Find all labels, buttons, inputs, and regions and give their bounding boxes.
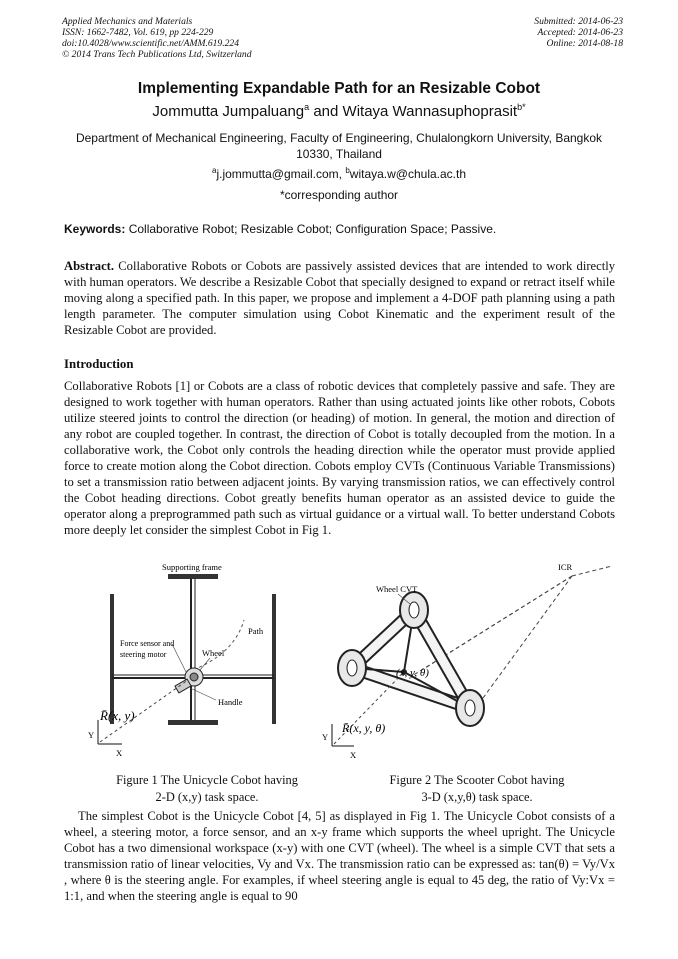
doi: doi:10.4028/www.scientific.net/AMM.619.2… xyxy=(62,38,240,49)
centre-point xyxy=(401,669,407,675)
icr-line-4 xyxy=(571,565,613,577)
scooter-frame-inner xyxy=(347,605,475,713)
issn: ISSN: 1662-7482, Vol. 619, pp 224-229 xyxy=(62,27,214,38)
introduction-text: Collaborative Robots [1] or Cobots are a… xyxy=(64,379,615,537)
label-wheel: Wheel xyxy=(202,648,225,658)
path-curve xyxy=(187,619,245,673)
introduction-heading: Introduction xyxy=(64,357,134,371)
figure-2-caption: Figure 2 The Scooter Cobot having 3-D (x… xyxy=(364,772,590,806)
figure-2-caption-line-2: 3-D (x,y,θ) task space. xyxy=(421,790,533,804)
wheel-left-icon xyxy=(346,659,358,677)
figure-2-caption-line-1: Figure 2 The Scooter Cobot having xyxy=(389,773,565,787)
force-sensor-leader xyxy=(171,643,187,673)
wheel-top-icon xyxy=(408,601,420,619)
label-supporting-frame: Supporting frame xyxy=(162,562,222,572)
label-r-xytheta: R̄(x, y, θ) xyxy=(341,721,385,735)
label-y-axis: Y xyxy=(322,732,328,742)
corresponding-note: *corresponding author xyxy=(279,188,399,202)
wheel-leader xyxy=(199,657,211,671)
wheel-bottom-icon xyxy=(464,699,476,717)
label-wheel-cvt: Wheel CVT xyxy=(376,584,418,594)
figure-1-caption-line-2: 2-D (x,y) task space. xyxy=(155,790,259,804)
figure-1-unicycle-cobot: Supporting frame Path Force sensor and s… xyxy=(88,562,276,758)
position-vector xyxy=(333,673,403,745)
author-2-sup: b* xyxy=(517,102,526,112)
keywords-text: Collaborative Robot; Resizable Cobot; Co… xyxy=(125,222,497,236)
author-1: Jommutta Jumpaluang xyxy=(152,103,305,120)
author-1-sup: a xyxy=(304,102,310,112)
frame-bottom-plate xyxy=(168,720,218,725)
author-and: and xyxy=(309,103,343,120)
journal-name: Applied Mechanics and Materials xyxy=(62,16,193,27)
abstract-text: Collaborative Robots or Cobots are passi… xyxy=(64,259,615,337)
abstract: Abstract. Collaborative Robots or Cobots… xyxy=(64,258,615,338)
label-force-sensor: Force sensor and xyxy=(120,639,174,648)
author-line: Jommutta Jumpaluanga and Witaya Wannasup… xyxy=(0,102,678,120)
email-a: j.jommutta@gmail.com, xyxy=(216,167,346,181)
email-line: aj.jommutta@gmail.com, bwitaya.w@chula.a… xyxy=(0,166,678,181)
unicycle-description: The simplest Cobot is the Unicycle Cobot… xyxy=(64,809,615,903)
frame-left-rail xyxy=(110,594,114,724)
paper-title: Implementing Expandable Path for an Resi… xyxy=(137,80,541,97)
label-r-xy: R̄(x, y) xyxy=(99,708,135,723)
journal-header: Applied Mechanics and Materials ISSN: 16… xyxy=(62,16,252,60)
keywords: Keywords: Collaborative Robot; Resizable… xyxy=(64,222,616,236)
figure-1-caption-line-1: Figure 1 The Unicycle Cobot having xyxy=(116,773,298,787)
keywords-label: Keywords: xyxy=(64,222,126,236)
author-2: Witaya Wannasuphoprasit xyxy=(342,103,518,120)
icr-line-2 xyxy=(466,575,573,721)
label-y-axis: Y xyxy=(88,730,94,740)
label-path: Path xyxy=(248,626,264,636)
label-icr: ICR xyxy=(558,562,573,572)
affiliation: Department of Mechanical Engineering, Fa… xyxy=(75,131,603,161)
email-a-sup: a xyxy=(211,166,217,175)
label-x-axis: X xyxy=(116,748,122,758)
label-steering-motor: steering motor xyxy=(120,650,167,659)
email-b-sup: b xyxy=(345,166,350,175)
abstract-label: Abstract. xyxy=(64,259,115,273)
frame-top-plate xyxy=(168,574,218,579)
handle-icon xyxy=(174,678,192,694)
email-b: witaya.w@chula.ac.th xyxy=(349,167,467,181)
figure-1-caption: Figure 1 The Unicycle Cobot having 2-D (… xyxy=(94,772,320,806)
label-xy-theta: (x, y, θ) xyxy=(396,667,429,679)
wheel-cvt-leader xyxy=(397,593,411,605)
frame-right-rail xyxy=(272,594,276,724)
label-handle: Handle xyxy=(218,697,243,707)
submitted-date: Submitted: 2014-06-23 xyxy=(534,16,623,27)
label-x-axis: X xyxy=(350,750,356,760)
wheel-hub-icon xyxy=(189,672,199,682)
online-date: Online: 2014-08-18 xyxy=(546,38,623,49)
accepted-date: Accepted: 2014-06-23 xyxy=(537,27,623,38)
copyright: © 2014 Trans Tech Publications Ltd, Swit… xyxy=(62,49,252,60)
handle-leader xyxy=(189,687,217,701)
dates-header: Submitted: 2014-06-23 Accepted: 2014-06-… xyxy=(534,16,623,49)
figure-2-scooter-cobot: ICR Wheel CVT (x, y, θ) R̄(x, y, θ) Y X xyxy=(322,562,613,760)
